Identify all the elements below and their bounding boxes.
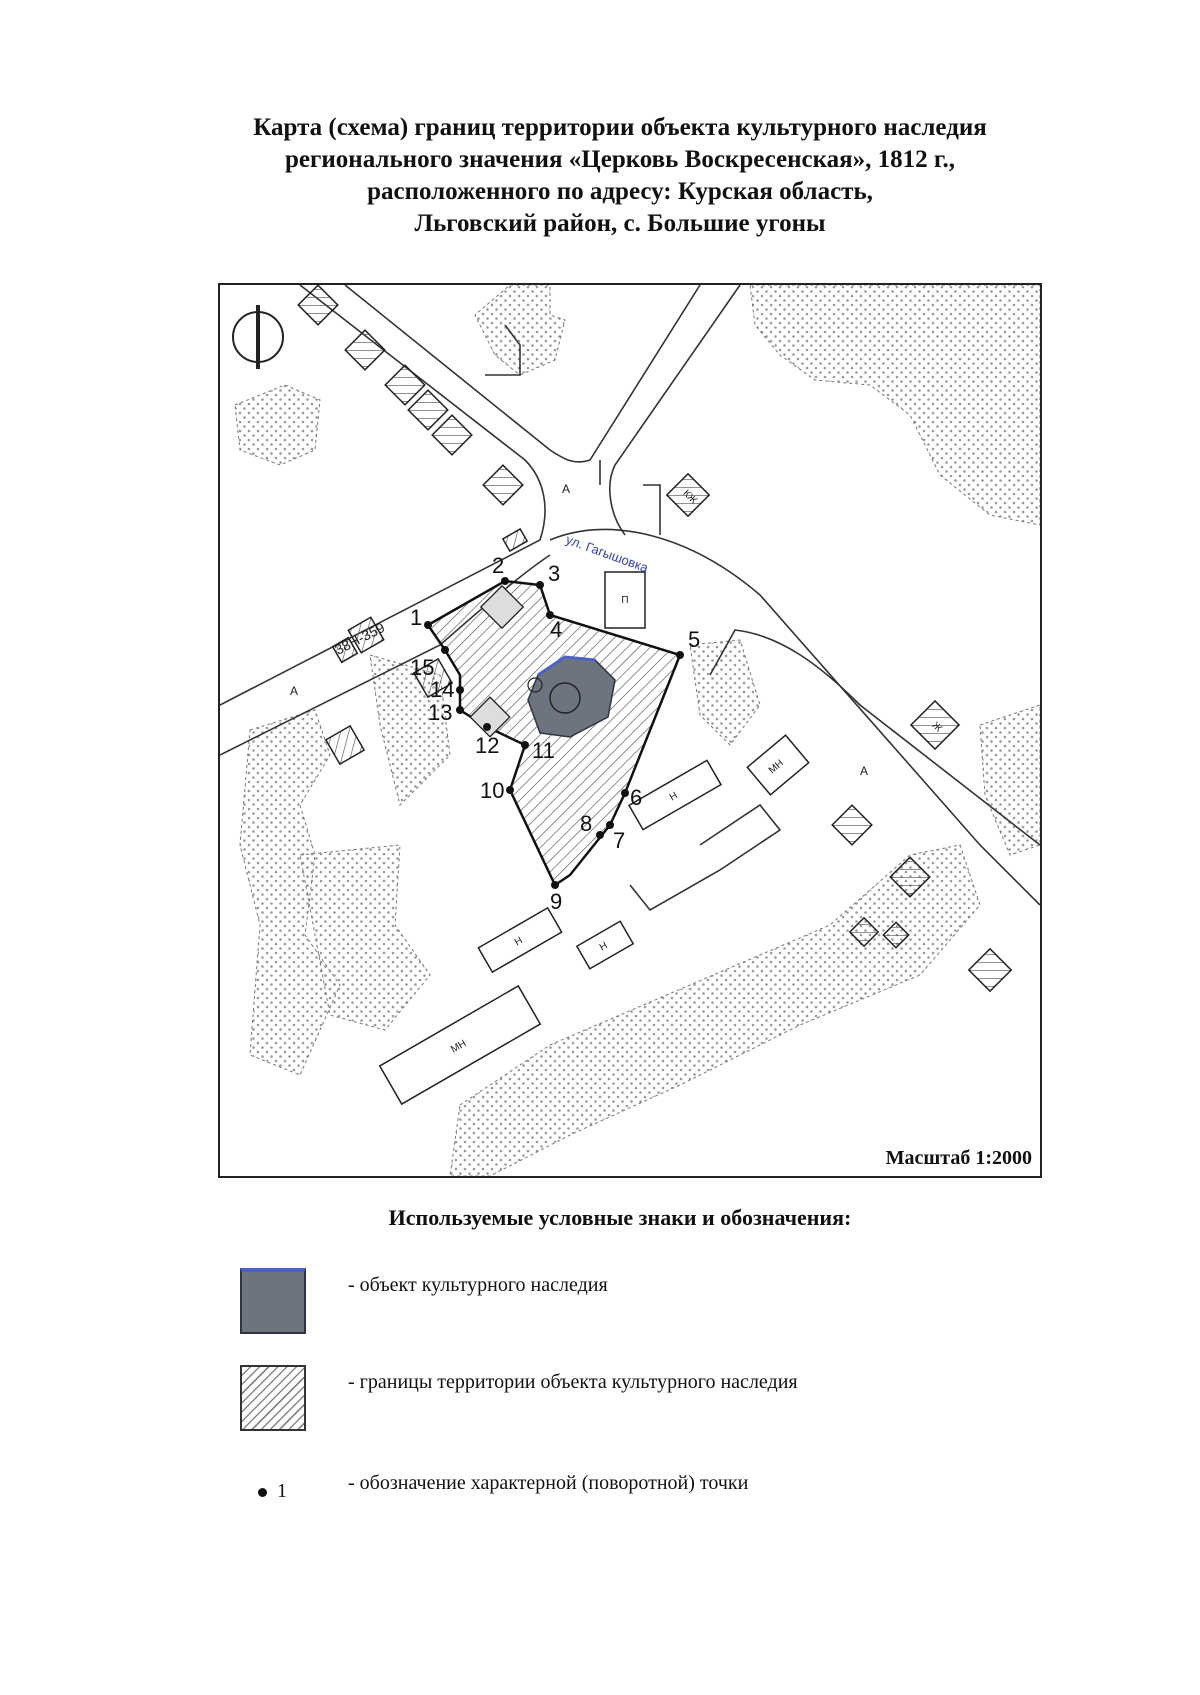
road-edge xyxy=(709,629,1040,846)
building-residential xyxy=(831,804,873,846)
legend-territory-label: - границы территории объекта культурного… xyxy=(348,1371,798,1393)
legend-title: Используемые условные знаки и обозначени… xyxy=(388,1205,852,1230)
boundary-point-labels: 1 2 3 4 5 6 7 8 9 10 11 12 13 14 15 xyxy=(410,553,700,914)
legend-point-label: - обозначение характерной (поворотной) т… xyxy=(348,1472,749,1494)
map-scale: Масштаб 1:2000 xyxy=(885,1147,1032,1169)
building-outbuilding xyxy=(604,571,646,629)
road-edge xyxy=(549,528,1040,906)
point-label-13: 13 xyxy=(428,700,452,725)
boundary-point-dots xyxy=(424,577,684,889)
road-edge xyxy=(220,285,546,706)
point-label-15: 15 xyxy=(410,655,434,680)
vegetation-area xyxy=(689,639,761,746)
roads xyxy=(220,285,1040,912)
vegetation-area xyxy=(474,285,566,376)
title-line-3: расположенного по адресу: Курская област… xyxy=(367,178,873,205)
building-residential xyxy=(324,724,366,766)
building-label: Н xyxy=(513,935,525,948)
legend-territory-swatch xyxy=(240,1365,306,1431)
road-edge xyxy=(344,285,701,463)
vegetation-area xyxy=(299,844,431,1031)
building-residential xyxy=(297,285,339,326)
vegetation-area xyxy=(979,704,1040,856)
point-label-1: 1 xyxy=(410,605,422,630)
building-multi-nonresidential xyxy=(378,984,542,1106)
point-label-9: 9 xyxy=(550,889,562,914)
building-residential xyxy=(909,699,961,751)
point-label-2: 2 xyxy=(492,553,504,578)
hatched-buildings-inside-territory xyxy=(469,584,525,738)
point-dot-icon xyxy=(258,1487,267,1497)
road-edge xyxy=(609,285,741,536)
building-residential xyxy=(412,657,454,699)
building-residential xyxy=(665,472,711,518)
point-label-6: 6 xyxy=(630,785,642,810)
driveway xyxy=(629,803,782,912)
building-residential xyxy=(882,921,910,949)
building-residential xyxy=(407,389,449,431)
point-label-3: 3 xyxy=(548,561,560,586)
building-label: Н xyxy=(668,790,680,803)
cultural-heritage-object xyxy=(527,655,616,738)
point-label-7: 7 xyxy=(613,828,625,853)
building-residential xyxy=(482,464,524,506)
building-label: П xyxy=(621,595,628,606)
point-label-11: 11 xyxy=(532,738,555,763)
road-class-label: А xyxy=(290,684,298,698)
building-nonresidential xyxy=(575,920,635,970)
point-label-8: 8 xyxy=(580,811,592,836)
street-name-label: ул. Гагышовка xyxy=(564,532,651,576)
legend-point-symbol: 1 xyxy=(258,1480,287,1503)
building-residential xyxy=(431,414,473,456)
point-label-14: 14 xyxy=(430,677,454,702)
building-multi-nonresidential xyxy=(746,734,810,796)
map-canvas: 1 2 3 4 5 6 7 8 9 10 11 12 13 14 15 38Н-… xyxy=(220,285,1040,1176)
map-title: Карта (схема) границ территории объекта … xyxy=(150,112,1090,240)
building-residential xyxy=(384,364,426,406)
title-line-2: регионального значения «Церковь Воскресе… xyxy=(285,146,955,173)
point-label-4: 4 xyxy=(550,617,562,642)
building-residential xyxy=(848,916,880,948)
vegetation-area xyxy=(449,844,981,1176)
legend-point-sample: 1 xyxy=(277,1480,287,1502)
building-residential xyxy=(889,856,931,898)
legend-object-swatch xyxy=(240,1268,306,1334)
point-label-10: 10 xyxy=(480,778,504,803)
building-residential xyxy=(331,636,359,664)
building-nonresidential xyxy=(628,759,722,831)
title-line-4: Льговский район, с. Большие угоны xyxy=(414,210,826,237)
map-frame: 1 2 3 4 5 6 7 8 9 10 11 12 13 14 15 38Н-… xyxy=(218,283,1042,1178)
building-nonresidential xyxy=(477,906,563,974)
road-class-label: А xyxy=(860,764,868,778)
vegetation-area xyxy=(234,384,321,466)
buildings xyxy=(297,285,1013,1106)
legend-item-territory: - границы территории объекта культурного… xyxy=(240,1365,1140,1435)
point-label-12: 12 xyxy=(475,733,499,758)
vegetation-areas xyxy=(234,285,1040,1176)
legend-object-label: - объект культурного наследия xyxy=(348,1274,608,1296)
road-class-label: А xyxy=(562,482,570,496)
point-label-5: 5 xyxy=(688,627,700,652)
legend-item-point: 1 - обозначение характерной (поворотной)… xyxy=(240,1466,1140,1536)
building-residential xyxy=(344,329,386,371)
legend-item-object: - объект культурного наследия xyxy=(240,1268,1140,1338)
vegetation-area xyxy=(749,285,1040,526)
building-residential xyxy=(967,947,1013,993)
driveway xyxy=(485,324,521,376)
driveway xyxy=(643,484,661,535)
north-arrow-icon xyxy=(232,305,284,369)
building-label: Н xyxy=(598,940,610,953)
title-line-1: Карта (схема) границ территории объекта … xyxy=(253,114,987,141)
building-residential xyxy=(501,527,529,553)
building-residential xyxy=(347,616,385,654)
